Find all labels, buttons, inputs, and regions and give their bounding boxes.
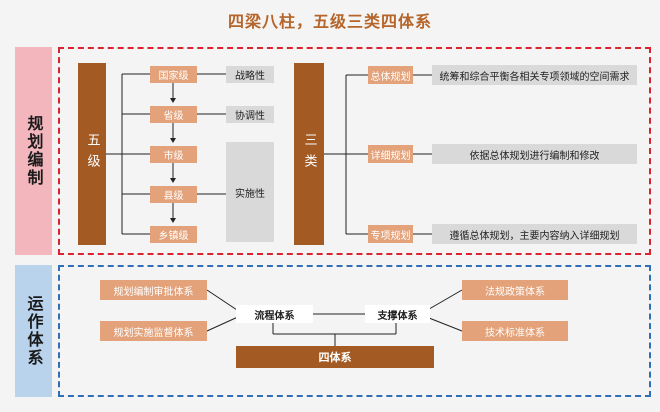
flow-system: 流程体系 [236, 305, 313, 323]
level-township: 乡镇级 [150, 226, 197, 243]
level-national: 国家级 [150, 66, 197, 83]
type-overall: 总体规划 [368, 66, 413, 84]
system-standards: 技术标准体系 [462, 321, 568, 341]
page-title: 四梁八柱，五级三类四体系 [227, 12, 432, 31]
support-system: 支撑体系 [365, 305, 430, 323]
level-city: 市级 [150, 146, 197, 163]
type-detailed: 详细规划 [368, 145, 413, 163]
side-label-operation: 运作体系 [15, 265, 52, 397]
property-strategic: 战略性 [226, 66, 274, 83]
desc-detailed: 依据总体规划进行编制和修改 [432, 144, 637, 164]
planning-frame [58, 47, 651, 255]
side-label-planning: 规划编制 [15, 47, 52, 255]
system-laws: 法规政策体系 [462, 280, 568, 300]
four-systems-bar: 四体系 [236, 346, 434, 368]
level-county: 县级 [150, 186, 197, 203]
desc-overall: 统筹和综合平衡各相关专项领域的空间需求 [432, 65, 637, 85]
desc-special: 遵循总体规划，主要内容纳入详细规划 [432, 224, 637, 244]
system-supervision: 规划实施监督体系 [100, 321, 207, 341]
property-coordination: 协调性 [226, 106, 274, 123]
five-levels-bar: 五级 [78, 63, 106, 245]
three-types-bar: 三类 [294, 63, 324, 245]
level-province: 省级 [150, 106, 197, 123]
system-approval: 规划编制审批体系 [100, 280, 207, 300]
operation-frame [58, 265, 651, 397]
property-implementation: 实施性 [226, 142, 274, 242]
type-special: 专项规划 [368, 225, 413, 243]
